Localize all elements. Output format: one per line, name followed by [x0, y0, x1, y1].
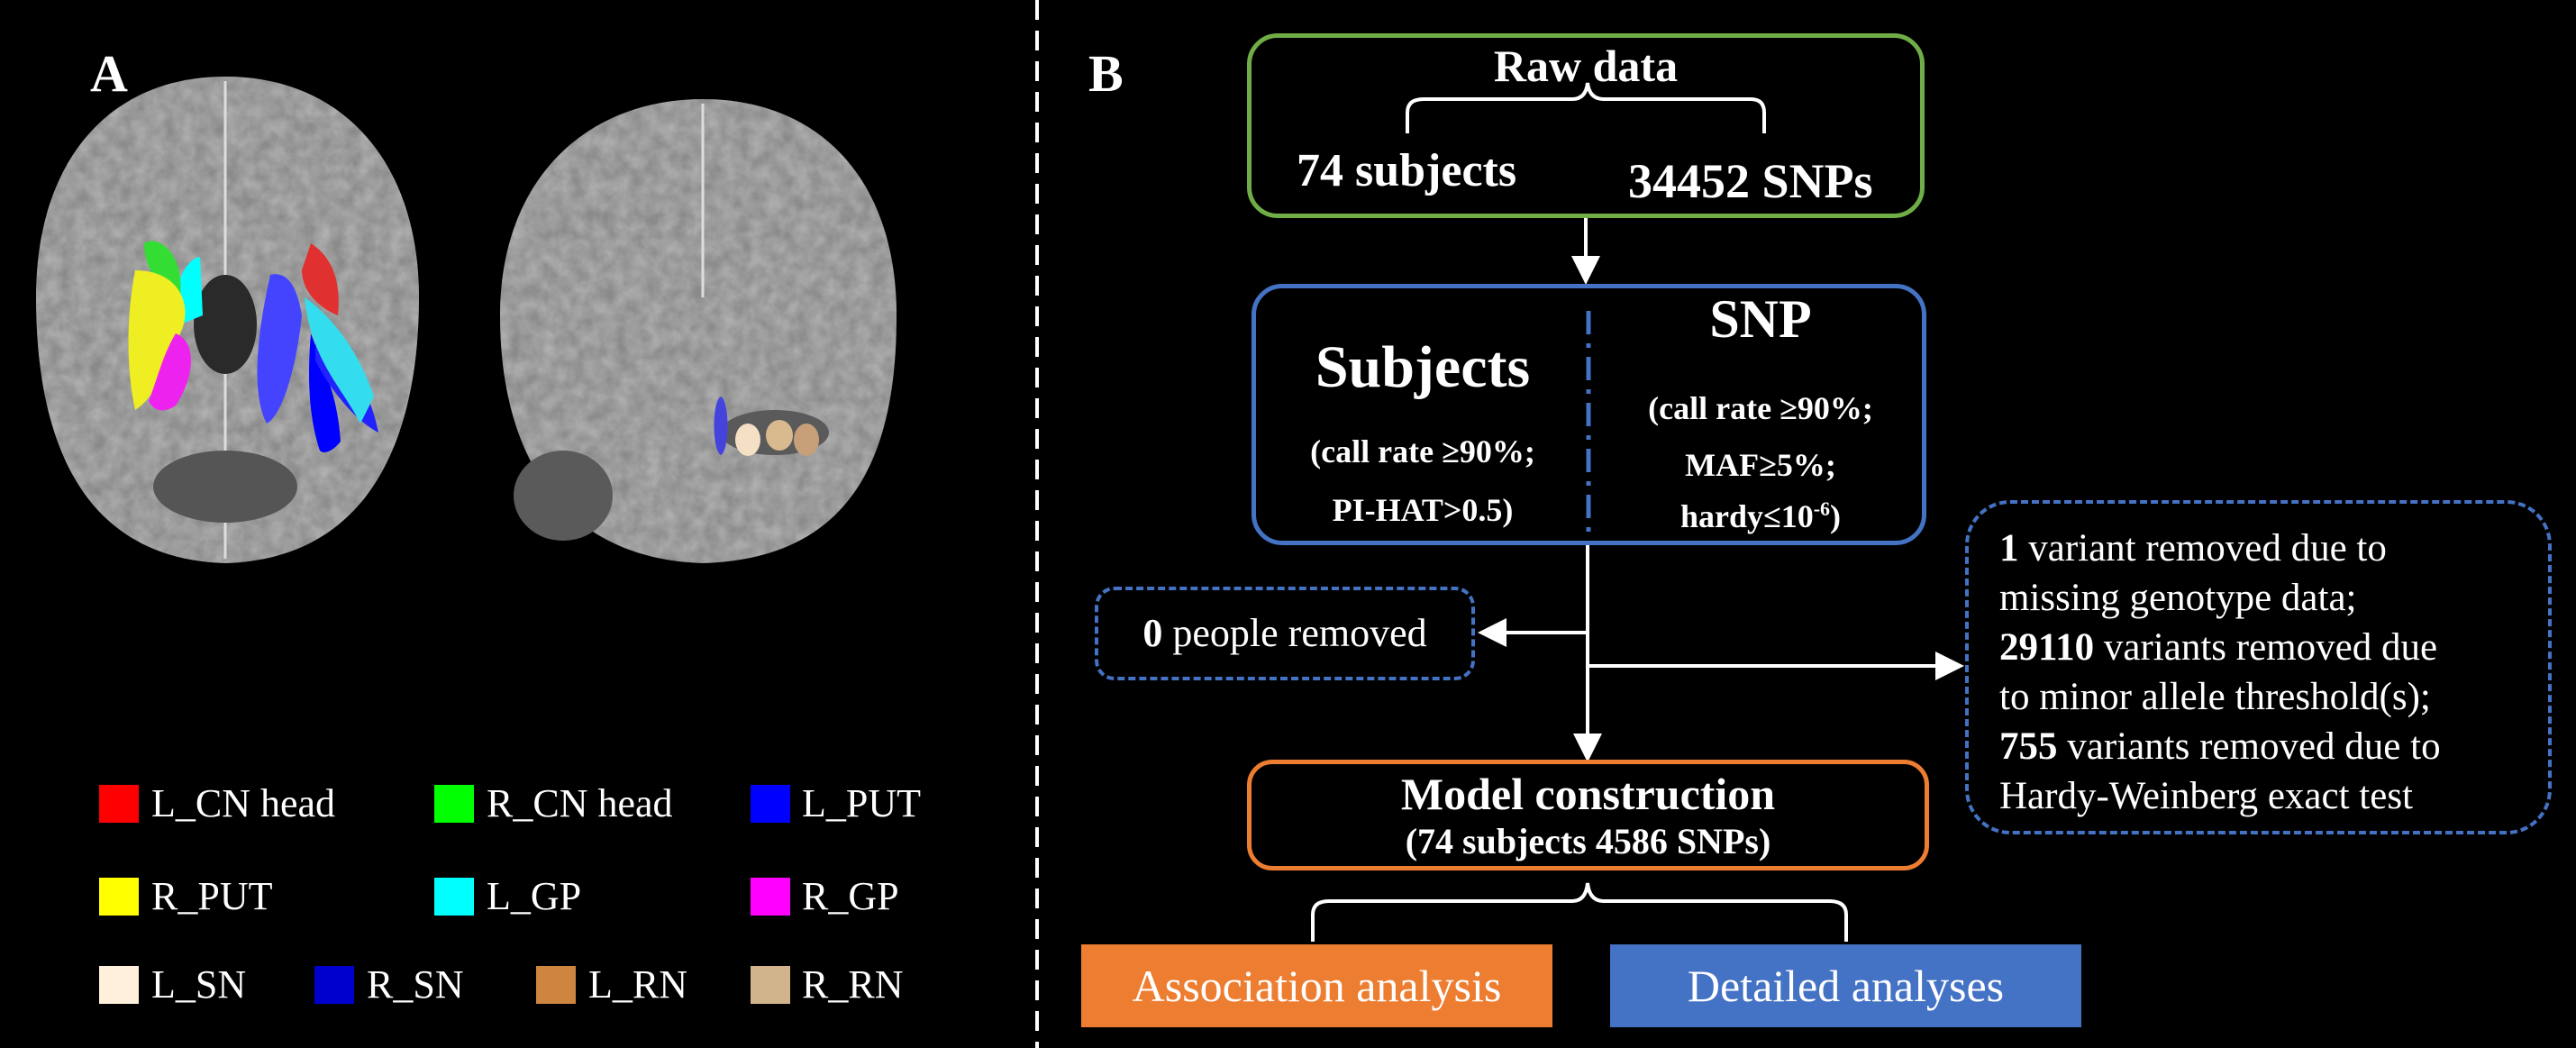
legend-swatch	[751, 966, 790, 1004]
legend-swatch	[434, 785, 474, 823]
variants-line: 1 variant removed due to	[1999, 527, 2387, 570]
variants-line: missing genotype data;	[1999, 577, 2357, 619]
region-r-rn	[794, 424, 819, 456]
brain-image-midbrain	[500, 99, 897, 563]
panel-b-label: B	[1088, 44, 1124, 103]
qc-box: Subjects (call rate ≥90%; PI-HAT>0.5) SN…	[1252, 284, 1926, 545]
legend-swatch	[99, 966, 139, 1004]
people-removed-text: people removed	[1162, 611, 1427, 655]
region-r-gp	[149, 333, 191, 411]
people-removed-box: 0 people removed	[1095, 587, 1475, 680]
qc-subjects-title: Subjects	[1315, 334, 1531, 400]
raw-data-bracket	[1406, 82, 1766, 133]
variants-removed-box: 1 variant removed due to missing genotyp…	[1965, 500, 2552, 834]
legend-label: R_GP	[802, 874, 899, 918]
legend-label: L_RN	[588, 962, 687, 1007]
legend-label: L_SN	[151, 962, 247, 1007]
legend-swatch	[99, 785, 139, 823]
region-l-rn	[766, 420, 793, 451]
brain-image-basal-ganglia	[36, 77, 419, 563]
raw-data-snps: 34452 SNPs	[1628, 154, 1873, 208]
panel-a-label: A	[90, 44, 128, 103]
qc-snp-criteria-2: MAF≥5%;	[1685, 447, 1836, 483]
variants-line: 755 variants removed due to	[1999, 725, 2441, 768]
legend-swatch	[314, 966, 354, 1004]
hardy-exponent: -6	[1813, 497, 1831, 520]
hardy-prefix: hardy≤10	[1679, 498, 1814, 534]
region-l-sn	[735, 424, 760, 456]
variants-line: to minor allele threshold(s);	[1999, 676, 2431, 718]
region-l-put	[257, 274, 302, 424]
variants-line: Hardy-Weinberg exact test	[1999, 775, 2413, 817]
people-removed-count: 0	[1142, 611, 1163, 655]
legend-label: R_PUT	[151, 874, 273, 918]
legend-label: R_RN	[802, 962, 904, 1007]
legend-label: L_PUT	[802, 781, 921, 825]
analysis-bracket	[1311, 882, 1848, 942]
legend-swatch	[536, 966, 576, 1004]
legend-label: L_CN head	[151, 781, 336, 825]
raw-data-box: Raw data 74 subjects 34452 SNPs	[1247, 33, 1925, 218]
legend-label: R_CN head	[487, 781, 673, 825]
legend-swatch	[751, 785, 790, 823]
variants-line: 29110 variants removed due	[1999, 626, 2438, 669]
qc-subjects-criteria-1: (call rate ≥90%;	[1310, 433, 1535, 469]
legend-swatch	[99, 878, 139, 916]
raw-data-subjects: 74 subjects	[1297, 145, 1517, 196]
legend-swatch	[434, 878, 474, 916]
qc-snp-title: SNP	[1709, 289, 1812, 349]
model-subtitle: (74 subjects 4586 SNPs)	[1405, 821, 1771, 861]
qc-snp-criteria-1: (call rate ≥90%;	[1648, 390, 1873, 426]
legend-label: L_GP	[487, 874, 582, 918]
model-title: Model construction	[1400, 769, 1776, 819]
hardy-suffix: )	[1830, 498, 1842, 534]
legend-swatch	[751, 878, 790, 916]
region-r-sn	[714, 396, 728, 455]
region-r-put	[128, 270, 186, 410]
association-analysis-box: Association analysis	[1081, 944, 1552, 1027]
qc-snp-criteria-3: hardy≤10-6)	[1594, 497, 1927, 535]
qc-subjects-criteria-2: PI-HAT>0.5)	[1332, 492, 1514, 528]
model-construction-box: Model construction (74 subjects 4586 SNP…	[1247, 760, 1929, 870]
raw-data-title: Raw data	[1493, 41, 1679, 91]
region-l-cn-head	[302, 243, 339, 315]
detailed-analyses-box: Detailed analyses	[1610, 944, 2081, 1027]
legend-label: R_SN	[367, 962, 464, 1007]
